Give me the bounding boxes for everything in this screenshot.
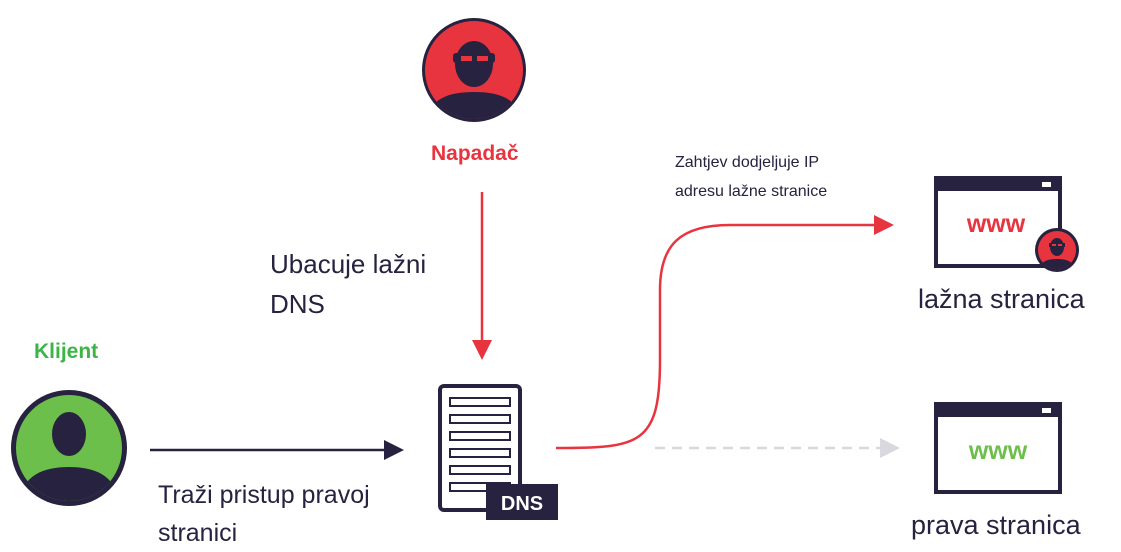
- real-site-label: prava stranica: [911, 510, 1081, 540]
- real-site-window-icon: [934, 402, 1062, 494]
- attacker-label: Napadač: [431, 142, 519, 165]
- fake-route-arrow: [555, 215, 894, 450]
- request-label-line-2: stranici: [158, 519, 238, 547]
- inject-label: Ubacuje lažni DNS: [270, 244, 426, 324]
- inject-label-line-2: DNS: [270, 289, 325, 319]
- request-label: Traži pristup pravoj stranici: [158, 476, 370, 552]
- server-stack-icon: [438, 384, 558, 520]
- resolve-label: Zahtjev dodjeljuje IP adresu lažne stran…: [675, 148, 827, 206]
- request-label-line-1: Traži pristup pravoj: [158, 481, 370, 509]
- dns-badge: DNS: [501, 493, 543, 515]
- inject-label-line-1: Ubacuje lažni: [270, 249, 427, 279]
- fake-site-label: lažna stranica: [918, 284, 1085, 314]
- resolve-label-line-1: Zahtjev dodjeljuje IP: [675, 154, 820, 171]
- hacker-mini-icon: [1035, 228, 1079, 272]
- hacker-avatar-icon: [422, 18, 526, 122]
- user-avatar-icon: [11, 390, 127, 506]
- client-label: Klijent: [34, 340, 99, 363]
- real-site-www: www: [968, 437, 1028, 465]
- fake-site-www: www: [966, 210, 1026, 238]
- resolve-label-line-2: adresu lažne stranice: [675, 183, 828, 200]
